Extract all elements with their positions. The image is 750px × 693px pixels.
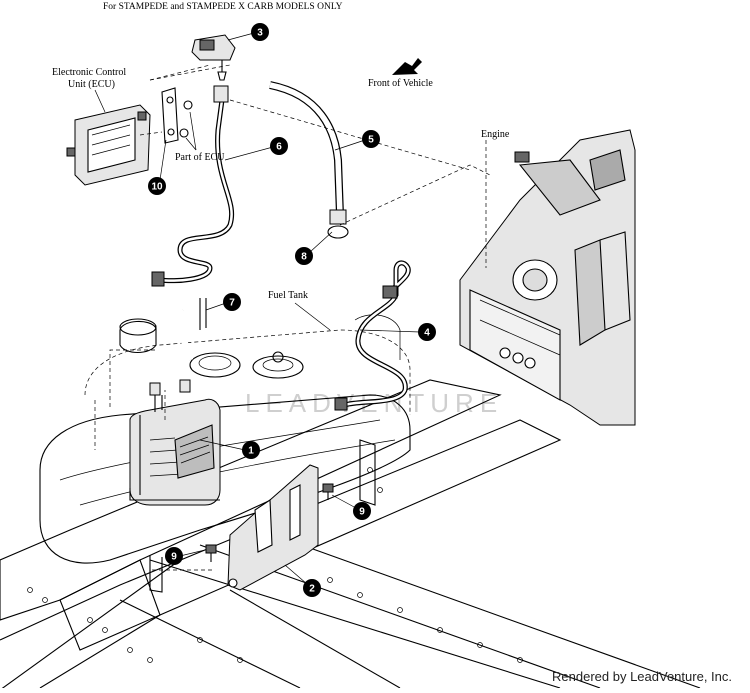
- callout-6: 6: [224, 137, 288, 161]
- callout-1: 1: [199, 439, 260, 459]
- callout-9-lower: 9: [165, 547, 206, 565]
- callout-5: 5: [334, 130, 380, 151]
- canister-bracket: [227, 464, 319, 591]
- callout-3: 3: [227, 23, 269, 41]
- engine: [459, 129, 636, 426]
- bolt-9-upper: [322, 483, 334, 500]
- rendered-by-footer: Rendered by LeadVenture, Inc.: [552, 669, 732, 684]
- vapor-line-4: [334, 260, 411, 411]
- svg-text:9: 9: [171, 552, 177, 563]
- bolt-9-lower: [205, 544, 217, 562]
- ecu-label-line2: Unit (ECU): [68, 79, 115, 90]
- purge-line-6: [151, 85, 235, 287]
- part-of-ecu-label: Part of ECU: [175, 152, 225, 163]
- ecu-label-line1: Electronic Control: [52, 67, 126, 78]
- ecu-module: [66, 64, 211, 186]
- engine-label: Engine: [481, 129, 510, 140]
- diagram-header: For STAMPEDE and STAMPEDE X CARB MODELS …: [103, 2, 343, 12]
- svg-text:8: 8: [301, 252, 307, 263]
- vent-hose-7: [178, 298, 207, 361]
- callout-4: 4: [359, 323, 436, 341]
- front-of-vehicle-label: Front of Vehicle: [368, 78, 433, 89]
- callout-2: 2: [284, 564, 321, 597]
- callout-9-upper: 9: [331, 494, 371, 520]
- purge-valve-3: [191, 34, 236, 81]
- svg-text:5: 5: [368, 135, 374, 146]
- svg-text:6: 6: [276, 142, 282, 153]
- callout-10: 10: [148, 139, 167, 195]
- hose-5: [269, 81, 349, 239]
- fuel-tank: [39, 314, 411, 564]
- svg-text:4: 4: [424, 328, 430, 339]
- svg-text:1: 1: [248, 446, 254, 457]
- svg-text:10: 10: [151, 182, 163, 193]
- front-arrow-icon: [392, 58, 422, 75]
- callout-8: 8: [295, 231, 333, 265]
- svg-text:7: 7: [229, 298, 235, 309]
- chassis-frame: [0, 379, 701, 691]
- svg-text:3: 3: [257, 28, 263, 39]
- leader-lines: [109, 64, 491, 571]
- callout-7: 7: [205, 293, 241, 311]
- evap-canister: [129, 379, 221, 506]
- svg-text:9: 9: [359, 507, 365, 518]
- fuel-tank-label: Fuel Tank: [268, 290, 308, 301]
- svg-text:2: 2: [309, 584, 315, 595]
